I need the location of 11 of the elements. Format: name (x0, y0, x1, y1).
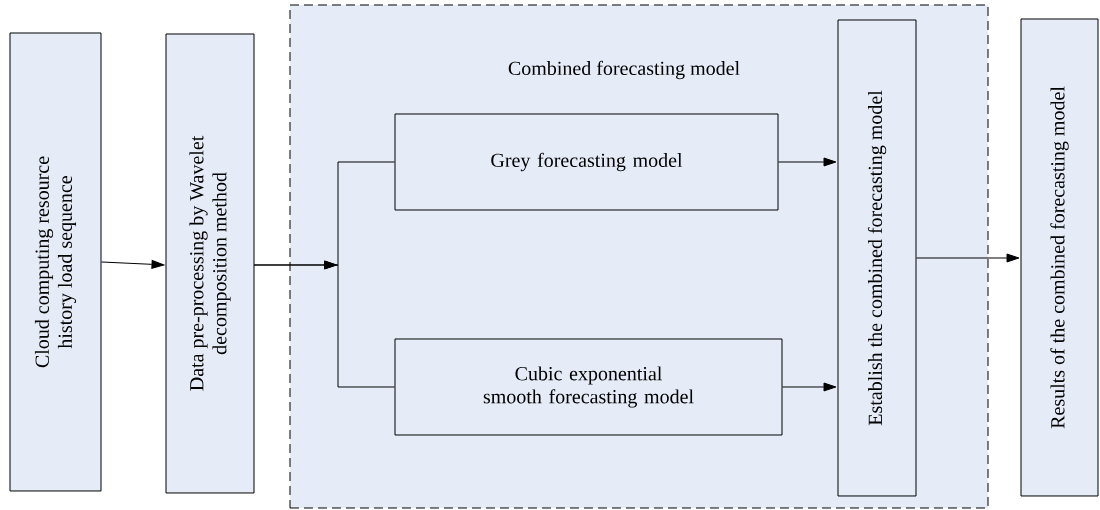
arrow (916, 253, 1020, 263)
process-box: Data pre-processing by Wavelet decomposition method (165, 33, 255, 494)
result-box: Results of the combined forecasting model (1020, 18, 1099, 497)
model-box: Grey forecasting model (394, 113, 779, 211)
arrow (782, 382, 837, 392)
process-box: Cloud computing resource history load sequence (9, 32, 102, 492)
process-box: Establish the combined forecasting model (837, 19, 917, 497)
arrow (253, 260, 395, 388)
model-box: Cubic exponential smooth forecasting model (394, 338, 783, 436)
arrow (101, 259, 165, 269)
arrow (778, 157, 837, 167)
